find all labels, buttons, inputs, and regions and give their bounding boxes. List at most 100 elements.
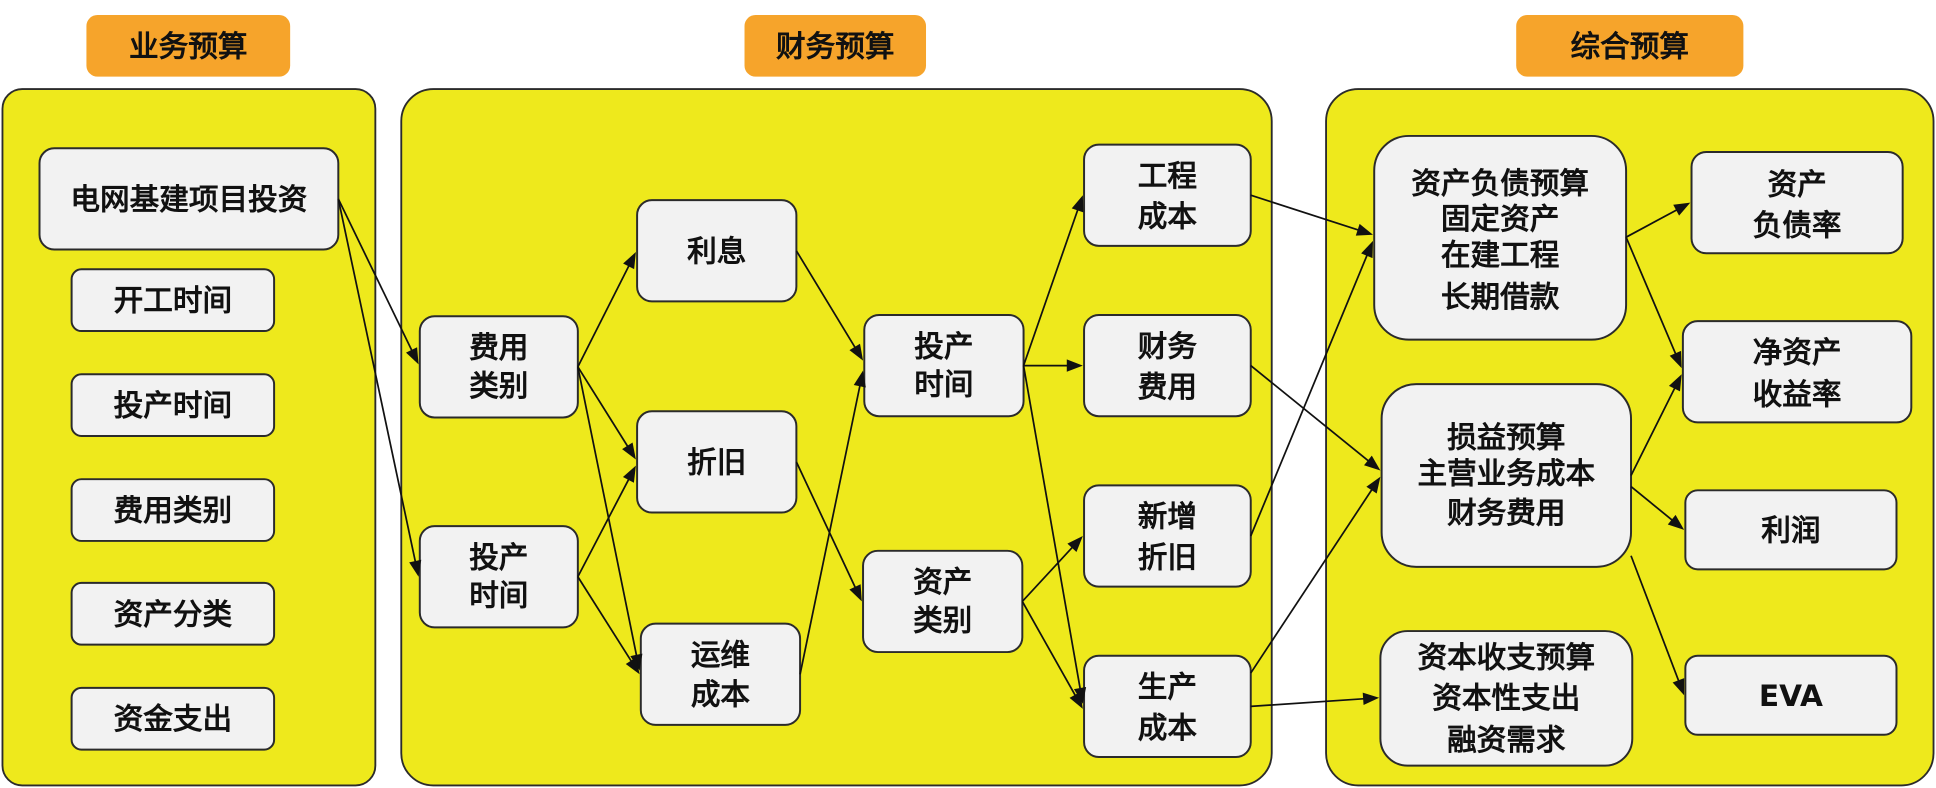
node-fund-expenditure: 资金支出 bbox=[70, 686, 276, 751]
node-asset-category-line-1: 资产 bbox=[913, 564, 972, 599]
node-balance-sheet-budget-line-4: 长期借款 bbox=[1441, 279, 1560, 314]
arrow-investment-to-commissioning-time-head bbox=[409, 559, 422, 577]
arrow-income-statement-to-profit bbox=[1630, 485, 1676, 523]
arrow-commissioning-time-2-to-engineering-cost bbox=[1022, 206, 1080, 366]
flow-arrows bbox=[337, 194, 1691, 709]
node-engineering-cost-line-2: 成本 bbox=[1138, 199, 1198, 234]
node-engineering-cost-line-1: 工程 bbox=[1138, 158, 1198, 193]
arrow-investment-to-commissioning-time bbox=[337, 198, 417, 565]
node-eva: EVA bbox=[1684, 654, 1898, 736]
arrow-expense-category-to-depreciation-head bbox=[622, 442, 636, 460]
node-income-statement-budget-line-1: 损益预算 bbox=[1447, 420, 1566, 455]
arrow-income-statement-to-profit-head bbox=[1667, 514, 1685, 530]
arrow-investment-to-expense-category-head bbox=[406, 347, 419, 365]
arrow-asset-category-to-production-cost bbox=[1021, 601, 1078, 699]
node-production-cost-line-1: 生产 bbox=[1138, 669, 1197, 704]
node-balance-sheet-budget-line-3: 在建工程 bbox=[1441, 237, 1560, 272]
node-depreciation-label: 折旧 bbox=[687, 444, 746, 479]
arrow-expense-category-to-om-cost bbox=[576, 366, 638, 659]
header-comprehensive-budget-box bbox=[1516, 14, 1744, 77]
node-roe-line-2: 收益率 bbox=[1753, 377, 1842, 412]
arrow-engineering-cost-to-balance-sheet bbox=[1250, 194, 1362, 232]
arrow-production-cost-to-capital-budget-head bbox=[1362, 692, 1380, 705]
node-financial-expense-line-1: 财务 bbox=[1138, 328, 1198, 363]
node-income-statement-budget-line-3: 财务费用 bbox=[1447, 495, 1566, 530]
arrow-income-statement-to-roe-head bbox=[1668, 374, 1682, 392]
node-capital-budget-line-3: 融资需求 bbox=[1447, 722, 1566, 757]
node-asset-classification-label: 资产分类 bbox=[114, 596, 233, 631]
arrow-interest-to-commissioning-time-2-head bbox=[849, 343, 864, 361]
node-commissioning-time: 投产 时间 bbox=[418, 525, 579, 629]
arrow-interest-to-commissioning-time-2 bbox=[795, 250, 858, 351]
arrow-income-statement-to-eva-head bbox=[1672, 678, 1685, 696]
node-commissioning-time-attr-box bbox=[70, 373, 276, 437]
arrow-production-cost-to-income-statement bbox=[1250, 486, 1375, 674]
node-expense-category-attr-label: 费用类别 bbox=[114, 493, 233, 528]
node-new-depreciation-line-1: 新增 bbox=[1138, 499, 1197, 534]
node-commissioning-time-attr: 投产时间 bbox=[70, 373, 276, 437]
arrow-income-statement-to-eva bbox=[1630, 555, 1681, 685]
arrow-commissioning-time-to-om-cost-head bbox=[625, 657, 640, 675]
node-income-statement-budget-line-2: 主营业务成本 bbox=[1417, 456, 1595, 491]
node-balance-sheet-budget-line-2: 固定资产 bbox=[1441, 201, 1560, 236]
node-financial-expense-line-2: 费用 bbox=[1138, 369, 1197, 404]
node-commissioning-time-line-2: 时间 bbox=[469, 578, 528, 613]
node-asset-category: 资产 类别 bbox=[862, 549, 1024, 654]
node-engineering-cost: 工程 成本 bbox=[1083, 143, 1252, 247]
arrow-om-cost-to-commissioning-time-2 bbox=[799, 382, 862, 675]
arrow-commissioning-time-to-depreciation-head bbox=[622, 465, 636, 483]
node-production-cost-line-2: 成本 bbox=[1138, 710, 1198, 745]
node-balance-sheet-budget-line-1: 资产负债预算 bbox=[1411, 165, 1589, 200]
node-expense-category-line-1: 费用 bbox=[469, 330, 528, 365]
node-om-cost: 运维 成本 bbox=[639, 622, 802, 726]
node-commissioning-time-2: 投产 时间 bbox=[863, 313, 1025, 418]
arrow-balance-sheet-to-debt-ratio-head bbox=[1673, 202, 1691, 216]
header-financial-budget-title: 财务预算 bbox=[776, 28, 895, 63]
node-roe-box bbox=[1681, 320, 1913, 424]
header-financial-budget: 财务预算 bbox=[744, 14, 927, 77]
arrow-asset-category-to-new-depreciation-head bbox=[1067, 535, 1083, 552]
node-commissioning-time-attr-label: 投产时间 bbox=[114, 388, 233, 423]
node-om-cost-line-2: 成本 bbox=[691, 677, 751, 712]
node-eva-label: EVA bbox=[1759, 678, 1823, 713]
arrow-financial-expense-to-income-statement bbox=[1250, 364, 1372, 464]
node-financial-expense: 财务 费用 bbox=[1083, 313, 1252, 418]
node-om-cost-line-1: 运维 bbox=[691, 637, 750, 672]
node-new-depreciation: 新增 折旧 bbox=[1083, 484, 1252, 588]
node-debt-ratio-line-1: 资产 bbox=[1767, 167, 1826, 202]
arrow-commissioning-time-2-to-financial-expense-head bbox=[1066, 359, 1083, 372]
node-expense-category: 费用 类别 bbox=[418, 315, 579, 419]
header-comprehensive-budget-title: 综合预算 bbox=[1571, 28, 1690, 63]
node-profit-box bbox=[1684, 489, 1898, 571]
node-interest-label: 利息 bbox=[687, 233, 746, 268]
node-profit-label: 利润 bbox=[1761, 512, 1820, 547]
arrow-balance-sheet-to-debt-ratio bbox=[1625, 207, 1680, 238]
arrow-investment-to-expense-category bbox=[337, 198, 414, 354]
node-start-time-label: 开工时间 bbox=[114, 283, 233, 318]
node-commissioning-time-2-line-1: 投产 bbox=[914, 328, 973, 363]
arrow-expense-category-to-interest bbox=[577, 262, 632, 368]
node-roe-line-1: 净资产 bbox=[1753, 335, 1842, 370]
node-debt-ratio-line-2: 负债率 bbox=[1753, 207, 1842, 242]
arrow-income-statement-to-roe bbox=[1630, 384, 1677, 476]
arrow-expense-category-to-depreciation bbox=[577, 366, 631, 450]
panel-financial-budget bbox=[400, 88, 1273, 787]
arrow-commissioning-time-to-om-cost bbox=[577, 576, 634, 665]
arrow-production-cost-to-capital-budget bbox=[1250, 697, 1367, 708]
node-debt-ratio: 资产 负债率 bbox=[1690, 151, 1904, 255]
node-profit: 利润 bbox=[1684, 489, 1898, 571]
node-capital-budget: 资本收支预算 资本性支出 融资需求 bbox=[1379, 630, 1634, 767]
node-grid-investment-label: 电网基建项目投资 bbox=[70, 181, 307, 216]
arrow-asset-category-to-production-cost-head bbox=[1069, 691, 1083, 709]
arrow-depreciation-to-asset-category bbox=[795, 461, 858, 591]
arrow-commissioning-time-to-depreciation bbox=[577, 476, 631, 578]
arrow-asset-category-to-new-depreciation bbox=[1021, 544, 1076, 603]
header-financial-budget-box bbox=[744, 14, 927, 77]
arrow-commissioning-time-2-to-engineering-cost-head bbox=[1071, 195, 1084, 213]
node-new-depreciation-line-2: 折旧 bbox=[1138, 539, 1197, 574]
arrow-new-depreciation-to-balance-sheet bbox=[1249, 251, 1370, 537]
node-commissioning-time-2-line-2: 时间 bbox=[914, 367, 973, 402]
header-business-budget: 业务预算 bbox=[86, 14, 291, 77]
arrow-depreciation-to-asset-category-head bbox=[849, 584, 862, 602]
